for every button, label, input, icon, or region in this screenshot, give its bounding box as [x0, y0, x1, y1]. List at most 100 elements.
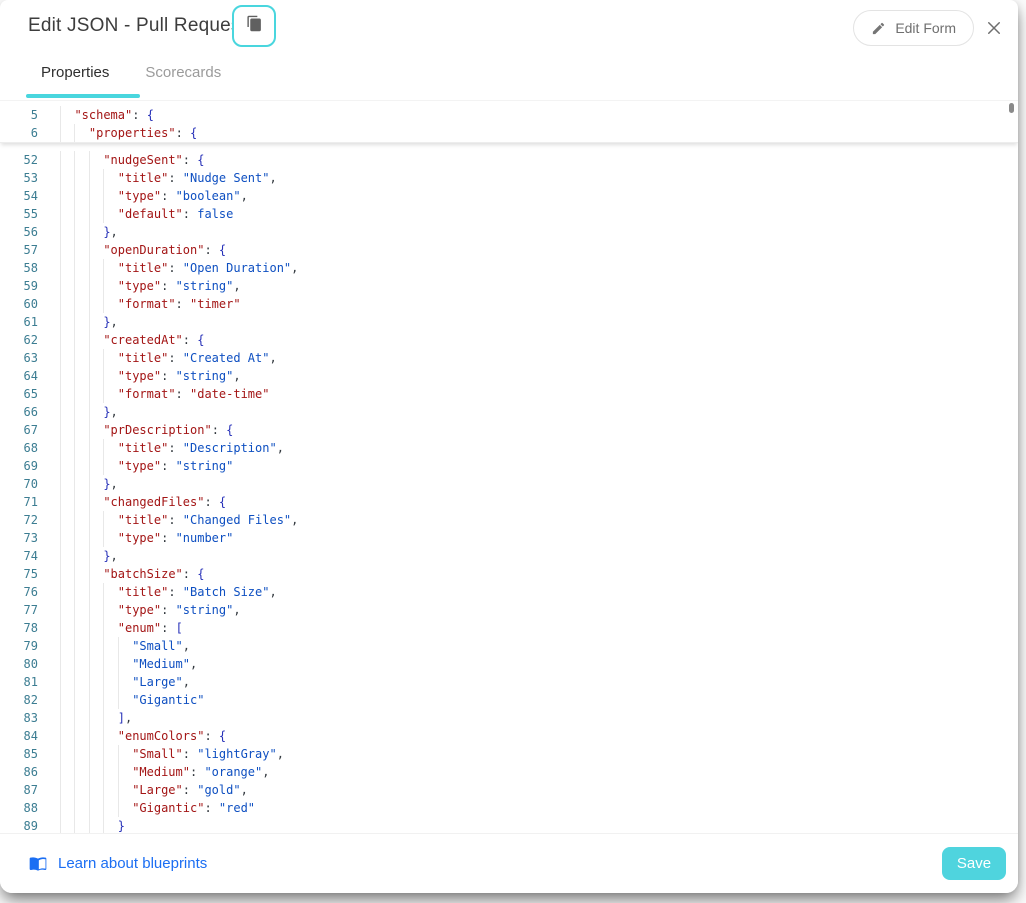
code-line[interactable]: 56},	[0, 223, 1018, 241]
indent-guide	[60, 529, 74, 547]
edit-form-button[interactable]: Edit Form	[853, 10, 974, 46]
code-line[interactable]: 80"Medium",	[0, 655, 1018, 673]
code-line[interactable]: 69"type": "string"	[0, 457, 1018, 475]
line-number: 74	[23, 549, 38, 563]
code-line[interactable]: 86"Medium": "orange",	[0, 763, 1018, 781]
line-number: 68	[23, 441, 38, 455]
indent-guide	[74, 187, 88, 205]
code-line[interactable]: 70},	[0, 475, 1018, 493]
indent-guide	[88, 367, 103, 385]
indent-guide	[74, 475, 88, 493]
code-line[interactable]: 54"type": "boolean",	[0, 187, 1018, 205]
code-line[interactable]: 58"title": "Open Duration",	[0, 259, 1018, 277]
tab-scorecards[interactable]: Scorecards	[145, 64, 222, 81]
code-line[interactable]: 78"enum": [	[0, 619, 1018, 637]
code-line[interactable]: 88"Gigantic": "red"	[0, 799, 1018, 817]
line-number: 88	[23, 801, 38, 815]
indent-guide	[60, 763, 74, 781]
line-number: 58	[23, 261, 38, 275]
indent-guide	[60, 277, 74, 295]
indent-guide	[74, 169, 88, 187]
code-line[interactable]: 87"Large": "gold",	[0, 781, 1018, 799]
indent-guide	[74, 817, 88, 833]
code-line[interactable]: 67"prDescription": {	[0, 421, 1018, 439]
indent-guide	[88, 259, 103, 277]
line-number: 56	[23, 225, 38, 239]
code-line[interactable]: 85"Small": "lightGray",	[0, 745, 1018, 763]
code-line[interactable]: 62"createdAt": {	[0, 331, 1018, 349]
indent-guide	[103, 439, 117, 457]
code-line[interactable]: 53"title": "Nudge Sent",	[0, 169, 1018, 187]
indent-guide	[103, 349, 117, 367]
indent-guide	[74, 421, 88, 439]
indent-guide	[88, 565, 103, 583]
line-number: 67	[23, 423, 38, 437]
code-line[interactable]: 89}	[0, 817, 1018, 833]
line-number: 85	[23, 747, 38, 761]
indent-guide	[74, 565, 88, 583]
code-line[interactable]: 6"properties": {	[0, 124, 1018, 142]
code-line[interactable]: 57"openDuration": {	[0, 241, 1018, 259]
code-line[interactable]: 61},	[0, 313, 1018, 331]
indent-guide	[60, 709, 74, 727]
indent-guide	[117, 655, 132, 673]
indent-guide	[88, 223, 103, 241]
copy-json-button[interactable]	[232, 5, 276, 47]
vertical-scrollbar-thumb[interactable]	[1009, 103, 1014, 113]
indent-guide	[103, 619, 117, 637]
close-icon	[985, 19, 1003, 37]
code-line[interactable]: 75"batchSize": {	[0, 565, 1018, 583]
indent-guide	[60, 106, 74, 124]
code-line[interactable]: 77"type": "string",	[0, 601, 1018, 619]
code-line[interactable]: 82"Gigantic"	[0, 691, 1018, 709]
code-line[interactable]: 52"nudgeSent": {	[0, 151, 1018, 169]
tab-properties[interactable]: Properties	[41, 64, 110, 81]
code-line[interactable]: 83],	[0, 709, 1018, 727]
indent-guide	[103, 169, 117, 187]
line-number: 83	[23, 711, 38, 725]
indent-guide	[117, 799, 132, 817]
indent-guide	[74, 385, 88, 403]
code-line[interactable]: 71"changedFiles": {	[0, 493, 1018, 511]
code-line[interactable]: 59"type": "string",	[0, 277, 1018, 295]
line-number: 73	[23, 531, 38, 545]
code-line[interactable]: 79"Small",	[0, 637, 1018, 655]
indent-guide	[103, 781, 117, 799]
line-number: 86	[23, 765, 38, 779]
code-line[interactable]: 65"format": "date-time"	[0, 385, 1018, 403]
code-line[interactable]: 74},	[0, 547, 1018, 565]
code-line[interactable]: 73"type": "number"	[0, 529, 1018, 547]
code-line[interactable]: 81"Large",	[0, 673, 1018, 691]
indent-guide	[74, 655, 88, 673]
line-number: 82	[23, 693, 38, 707]
code-line[interactable]: 84"enumColors": {	[0, 727, 1018, 745]
learn-about-blueprints-link[interactable]: Learn about blueprints	[28, 854, 207, 874]
code-line[interactable]: 66},	[0, 403, 1018, 421]
code-line[interactable]: 60"format": "timer"	[0, 295, 1018, 313]
save-button[interactable]: Save	[942, 847, 1006, 880]
line-number: 71	[23, 495, 38, 509]
indent-guide	[60, 313, 74, 331]
indent-guide	[74, 205, 88, 223]
indent-guide	[88, 385, 103, 403]
code-line[interactable]: 68"title": "Description",	[0, 439, 1018, 457]
indent-guide	[60, 241, 74, 259]
code-line[interactable]: 76"title": "Batch Size",	[0, 583, 1018, 601]
code-line[interactable]: 55"default": false	[0, 205, 1018, 223]
copy-icon	[246, 15, 263, 37]
indent-guide	[88, 493, 103, 511]
indent-guide	[74, 439, 88, 457]
code-lines[interactable]: 52"nudgeSent": {53"title": "Nudge Sent",…	[0, 143, 1018, 833]
indent-guide	[60, 691, 74, 709]
indent-guide	[117, 763, 132, 781]
code-line[interactable]: 5"schema": {	[0, 106, 1018, 124]
indent-guide	[74, 151, 88, 169]
close-button[interactable]	[983, 17, 1005, 39]
json-editor[interactable]: 5"schema": {6"properties": { 52"nudgeSen…	[0, 100, 1018, 833]
indent-guide	[74, 493, 88, 511]
code-line[interactable]: 72"title": "Changed Files",	[0, 511, 1018, 529]
indent-guide	[88, 187, 103, 205]
code-line[interactable]: 63"title": "Created At",	[0, 349, 1018, 367]
code-line[interactable]: 64"type": "string",	[0, 367, 1018, 385]
indent-guide	[103, 601, 117, 619]
